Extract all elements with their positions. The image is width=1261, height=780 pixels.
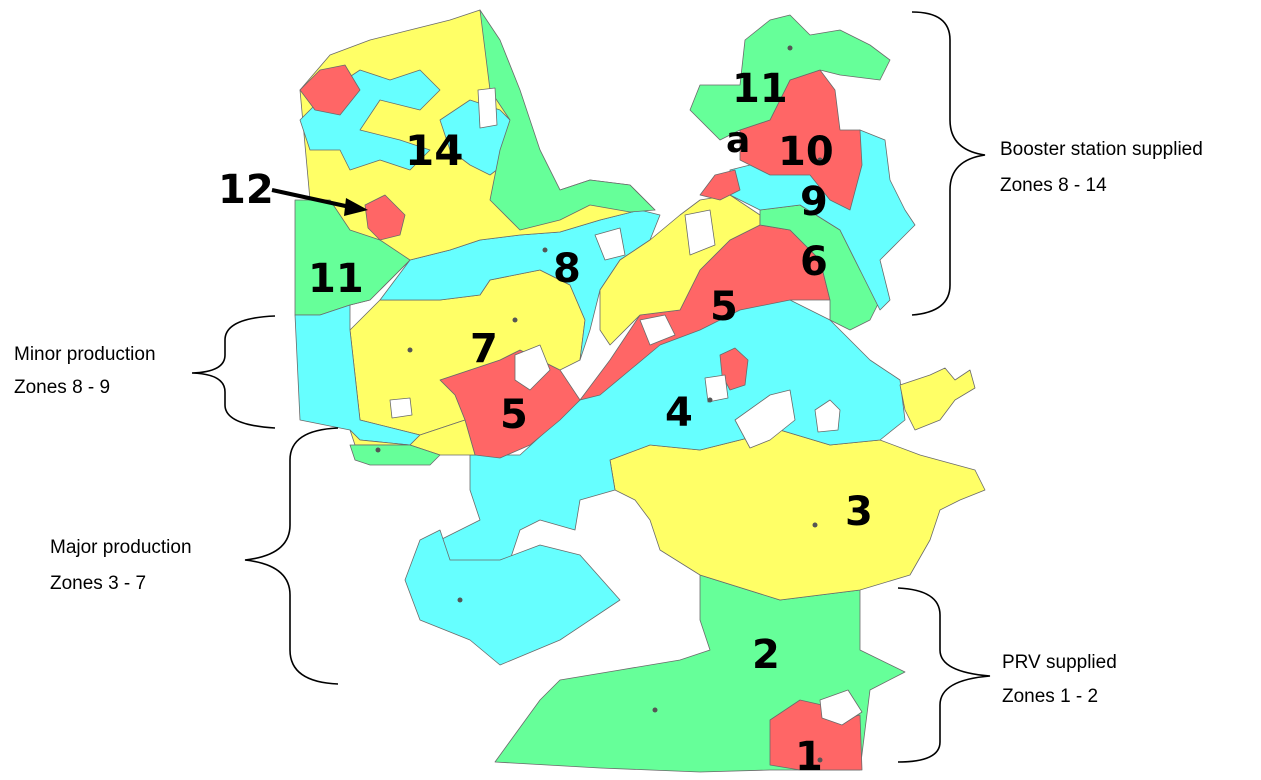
zone-label-5-west: 5 bbox=[500, 392, 528, 438]
station-dot bbox=[817, 157, 823, 163]
white-area-9 bbox=[477, 87, 498, 129]
prv-line2: Zones 1 - 2 bbox=[1002, 686, 1098, 707]
white-area-1 bbox=[594, 227, 626, 261]
station-dots bbox=[375, 45, 823, 763]
zone-11-north-region bbox=[689, 14, 891, 141]
prv-line1: PRV supplied bbox=[1002, 652, 1117, 673]
zone-12-region bbox=[364, 194, 406, 241]
zone-label-2: 2 bbox=[752, 632, 780, 678]
white-area-7 bbox=[814, 399, 841, 433]
zone-sw-green-patch bbox=[349, 444, 441, 466]
white-area-8 bbox=[389, 397, 413, 419]
zone-polygons bbox=[294, 9, 986, 773]
zone-4-southwest-lobe bbox=[404, 529, 621, 666]
white-area-5 bbox=[704, 374, 729, 403]
zone-label-6: 6 bbox=[800, 239, 828, 285]
zone-label-1: 1 bbox=[795, 734, 823, 780]
zone-1-region bbox=[769, 699, 863, 771]
station-dot bbox=[407, 347, 413, 353]
minor-line1: Minor production bbox=[14, 344, 156, 365]
white-area-6 bbox=[734, 389, 796, 449]
zone-label-5-east: 5 bbox=[710, 284, 738, 330]
zone-label-7: 7 bbox=[470, 326, 498, 372]
station-dot bbox=[652, 707, 658, 713]
annotation-booster: Booster station supplied Zones 8 - 14 bbox=[911, 11, 1203, 316]
annotation-major: Major production Zones 3 - 7 bbox=[50, 427, 339, 685]
station-dot bbox=[542, 247, 548, 253]
white-area-3 bbox=[639, 314, 676, 346]
station-dot bbox=[457, 597, 463, 603]
zone-3-region bbox=[609, 429, 986, 601]
white-area-2 bbox=[684, 209, 716, 256]
station-dot bbox=[787, 45, 793, 51]
zone-12-arrow bbox=[271, 188, 368, 216]
zone-label-8: 8 bbox=[553, 246, 581, 292]
zone-labels: 11 a 10 9 6 14 12 11 8 5 7 5 4 3 2 1 bbox=[218, 66, 873, 780]
zone-label-12: 12 bbox=[218, 167, 274, 213]
major-line2: Zones 3 - 7 bbox=[50, 573, 146, 594]
zone-label-11-north: 11 bbox=[732, 66, 788, 112]
zone-nw-green-strip bbox=[479, 9, 656, 231]
zone-label-11-west: 11 bbox=[308, 256, 364, 302]
zone-14-red-patch bbox=[299, 64, 361, 116]
booster-line2: Zones 8 - 14 bbox=[1000, 175, 1107, 196]
station-dot bbox=[375, 447, 381, 453]
zone-label-4: 4 bbox=[665, 390, 693, 436]
white-area-4 bbox=[514, 344, 551, 391]
zone-label-14: 14 bbox=[405, 126, 463, 175]
station-dot bbox=[512, 317, 518, 323]
zone-4-red-island bbox=[719, 347, 749, 391]
station-dot bbox=[812, 522, 818, 528]
annotation-prv: PRV supplied Zones 1 - 2 bbox=[897, 587, 1117, 763]
major-line1: Major production bbox=[50, 537, 192, 558]
zone-3-east-spike bbox=[899, 367, 976, 431]
zone-label-a: a bbox=[726, 120, 750, 161]
zone-label-3: 3 bbox=[845, 489, 873, 535]
zone-label-10: 10 bbox=[778, 129, 834, 175]
annotation-minor: Minor production Zones 8 - 9 bbox=[14, 315, 276, 429]
minor-line2: Zones 8 - 9 bbox=[14, 377, 110, 398]
station-dot bbox=[817, 757, 823, 763]
zone-2-white-area bbox=[819, 689, 863, 726]
zone-label-9: 9 bbox=[800, 179, 828, 225]
station-dot bbox=[707, 397, 713, 403]
booster-line1: Booster station supplied bbox=[1000, 139, 1203, 160]
zone-a-region bbox=[699, 169, 741, 201]
